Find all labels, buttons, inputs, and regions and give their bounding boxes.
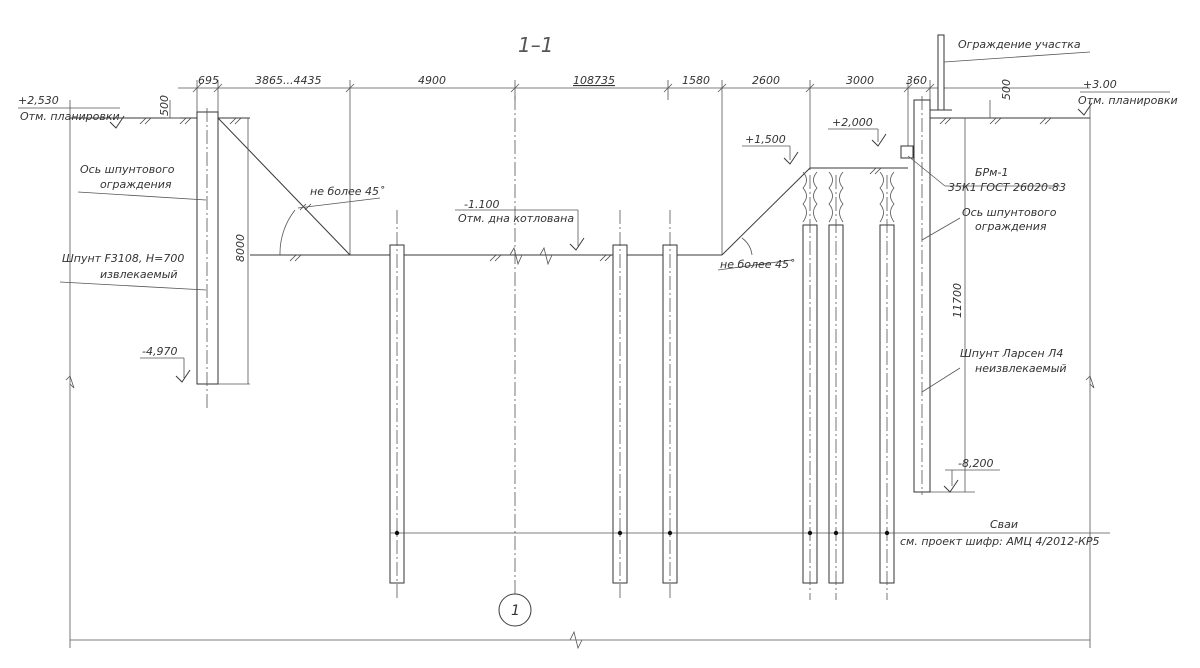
dim-11700: 11700 [951, 283, 964, 318]
elev-right-toe: -8,200 [958, 457, 993, 470]
note-axis-left-1: Ось шпунтового [80, 163, 175, 176]
dim-108735: 108735 [573, 74, 615, 87]
elev-pit-bottom: -1.100 [464, 198, 499, 211]
note-sheet-left-1: Шпунт F3108, H=700 [62, 252, 184, 265]
top-dimension-chain: 695 3865...4435 4900 108735 1580 2600 30… [178, 74, 1090, 255]
note-fence: Ограждение участка [958, 38, 1081, 51]
elev-pit-bottom-note: Отм. дна котлована [458, 212, 574, 225]
note-axis-right-2: ограждения [975, 220, 1047, 233]
note-sheet-right-1: Шпунт Ларсен Л4 [960, 347, 1063, 360]
dim-3000: 3000 [846, 74, 874, 87]
note-block-1: БРм-1 [975, 166, 1008, 179]
dim-500-right: 500 [1000, 79, 1013, 100]
elev-top-berm: +2,000 [832, 116, 873, 129]
section-title: 1–1 [518, 33, 553, 57]
right-sheet-pile: 11700 500 [900, 34, 1013, 495]
note-piles-1: Сваи [990, 518, 1018, 531]
elev-berm: +1,500 [745, 133, 786, 146]
elev-left-ground: +2,530 [18, 94, 59, 107]
axis-1: 1 [498, 96, 532, 627]
note-sheet-left-2: извлекаемый [100, 268, 178, 281]
elev-left-toe: -4,970 [142, 345, 177, 358]
note-sheet-right-2: неизвлекаемый [975, 362, 1067, 375]
leader-notes: Ограждение участка Ось шпунтового огражд… [59, 38, 1110, 548]
elev-right-ground: +3.00 [1083, 78, 1117, 91]
bottom-dimension-line [65, 100, 1095, 650]
axis-1-label: 1 [511, 603, 520, 619]
note-piles-2: см. проект шифр: АМЦ 4/2012-КР5 [900, 535, 1100, 548]
dim-1580: 1580 [682, 74, 710, 87]
dim-500-left: 500 [158, 95, 171, 116]
soil-hatching [139, 117, 1052, 262]
dim-4900: 4900 [418, 74, 446, 87]
dim-8000: 8000 [234, 234, 247, 262]
elevation-markers: +2,530 Отм. планировки +3.00 Отм. планир… [18, 78, 1178, 493]
elev-left-ground-note: Отм. планировки [20, 110, 120, 123]
note-slope-right: не более 45˚ [720, 258, 795, 271]
dim-695: 695 [198, 74, 219, 87]
note-slope-left: не более 45˚ [310, 185, 385, 198]
dim-2600: 2600 [752, 74, 780, 87]
dim-3865-4435: 3865...4435 [255, 74, 321, 87]
note-axis-left-2: ограждения [100, 178, 172, 191]
note-axis-right-1: Ось шпунтового [962, 206, 1057, 219]
elev-right-ground-note: Отм. планировки [1078, 94, 1178, 107]
piles [389, 171, 1000, 600]
left-sheet-pile: 8000 500 [158, 95, 250, 410]
note-block-2: 35К1 ГОСТ 26020-83 [948, 181, 1066, 194]
ground-surfaces [70, 117, 1090, 266]
dim-360: 360 [906, 74, 927, 87]
